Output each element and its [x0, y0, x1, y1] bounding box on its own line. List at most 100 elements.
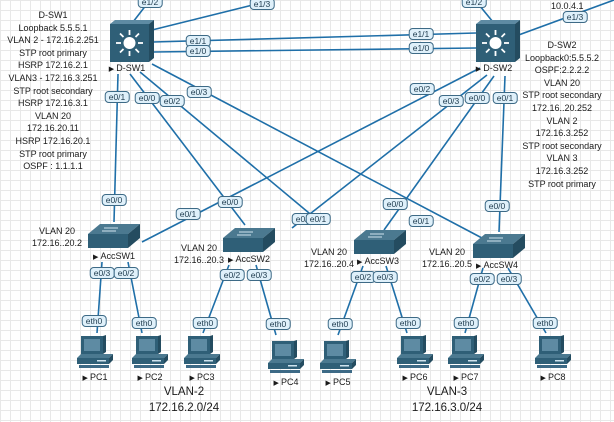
- port-label-acc4-e01[interactable]: e0/1: [408, 215, 434, 227]
- info-line: VLAN 20: [543, 77, 581, 88]
- pc3-label: ▶PC3: [189, 372, 215, 382]
- port-label-dsw1-e00[interactable]: e0/0: [134, 92, 160, 104]
- pc-icon: [184, 335, 220, 368]
- info-line: STP root secondary: [522, 140, 602, 151]
- port-label-pc1-eth0[interactable]: eth0: [81, 315, 107, 327]
- accsw4-label: ▶AccSW4: [476, 260, 518, 270]
- switch-icon: [88, 224, 140, 248]
- port-label-dsw2-top[interactable]: e1/2: [461, 0, 487, 8]
- info-line: 172.16.20.11: [27, 123, 79, 134]
- port-label-pc7-eth0[interactable]: eth0: [453, 317, 479, 329]
- pc1-label: ▶PC1: [82, 372, 108, 382]
- port-label-dsw1-e13[interactable]: e1/3: [249, 0, 275, 10]
- port-label-acc1-e03[interactable]: e0/3: [89, 267, 115, 279]
- pc3-node[interactable]: [182, 335, 222, 371]
- pc4-label: ▶PC4: [273, 377, 299, 387]
- info-line: D-SW1: [38, 10, 68, 20]
- port-label-dsw2-e01[interactable]: e0/1: [492, 92, 518, 104]
- port-label-dsw1-e03[interactable]: e0/3: [186, 86, 212, 98]
- port-label-dsw1-top[interactable]: e1/2: [137, 0, 163, 8]
- pc8-label: ▶PC8: [540, 372, 566, 382]
- port-label-dsw2-e11[interactable]: e1/1: [408, 28, 434, 40]
- port-label-pc4-eth0[interactable]: eth0: [265, 318, 291, 330]
- port-label-acc3-e02[interactable]: e0/2: [350, 271, 376, 283]
- port-label-acc2-e03[interactable]: e0/3: [246, 269, 272, 281]
- pc5-label: ▶PC5: [325, 377, 351, 387]
- info-line: VLAN 20: [34, 110, 72, 121]
- multilayer-switch-icon: [110, 20, 154, 62]
- pc-icon: [397, 335, 433, 368]
- port-label-dsw1-e01[interactable]: e0/1: [104, 91, 130, 103]
- port-label-pc2-eth0[interactable]: eth0: [131, 317, 157, 329]
- pc2-node[interactable]: [130, 335, 170, 371]
- port-label-pc3-eth0[interactable]: eth0: [192, 317, 218, 329]
- info-line: OSPF:2.2.2.2: [534, 65, 590, 76]
- port-label-dsw2-e13[interactable]: e1/3: [562, 11, 588, 23]
- pc7-label: ▶PC7: [453, 372, 479, 382]
- port-label-dsw1-e10[interactable]: e1/0: [185, 45, 211, 57]
- top-ip-label: 10.0.4.1: [551, 1, 584, 11]
- accsw3-label: ▶AccSW3: [357, 256, 399, 266]
- info-line: VLAN 2: [546, 115, 578, 126]
- accsw2-label: ▶AccSW2: [228, 254, 270, 264]
- accsw2-node[interactable]: [223, 226, 275, 254]
- dsw2-node[interactable]: [476, 20, 520, 64]
- pc5-node[interactable]: [318, 340, 358, 376]
- pc6-node[interactable]: [395, 335, 435, 371]
- port-label-acc3-e03[interactable]: e0/3: [372, 271, 398, 283]
- port-label-pc5-eth0[interactable]: eth0: [327, 318, 353, 330]
- port-label-dsw2-e03[interactable]: e0/3: [438, 95, 464, 107]
- info-line: STP root primary: [19, 148, 87, 159]
- dsw1-node[interactable]: [110, 20, 154, 64]
- info-line: STP root primary: [528, 178, 596, 189]
- link-dsw2-e13: [504, 0, 614, 41]
- switch-icon: [473, 234, 525, 258]
- pc7-node[interactable]: [446, 335, 486, 371]
- port-label-acc4-e03[interactable]: e0/3: [496, 273, 522, 285]
- info-line: HSRP 172.16.2.1: [18, 60, 88, 71]
- port-label-dsw2-e00[interactable]: e0/0: [464, 92, 490, 104]
- info-line: Loopback0:5.5.5.2: [524, 52, 600, 63]
- accsw1-node[interactable]: [88, 222, 140, 250]
- dsw2-label: ▶D-SW2: [475, 63, 513, 73]
- port-label-acc2-e01[interactable]: e0/1: [175, 208, 201, 220]
- port-label-acc2-e00[interactable]: e0/0: [217, 196, 243, 208]
- dsw1-label: ▶D-SW1: [108, 63, 146, 73]
- info-line: 172.16.3.252: [535, 128, 589, 139]
- link-dsw1-e13: [151, 1, 266, 31]
- pc-icon: [77, 335, 113, 368]
- port-label-dsw2-e02[interactable]: e0/2: [409, 83, 435, 95]
- info-line: Loopback 5.5.5.1: [18, 22, 88, 33]
- port-label-pc6-eth0[interactable]: eth0: [395, 317, 421, 329]
- accsw3-node[interactable]: [354, 228, 406, 256]
- info-line: HSRP 172.16.3.1: [18, 98, 88, 109]
- port-label-acc2-e02[interactable]: e0/2: [219, 269, 245, 281]
- info-line: VLAN 3: [546, 153, 578, 164]
- accsw4-node[interactable]: [473, 232, 525, 260]
- switch-icon: [354, 230, 406, 254]
- multilayer-switch-icon: [476, 20, 520, 62]
- switch-icon: [223, 228, 275, 252]
- info-line: D-SW2: [547, 40, 577, 50]
- port-label-acc4-e00[interactable]: e0/0: [484, 200, 510, 212]
- pc1-node[interactable]: [75, 335, 115, 371]
- port-label-acc3b-e01[interactable]: e0/1: [305, 213, 331, 225]
- port-label-pc8-eth0[interactable]: eth0: [532, 317, 558, 329]
- port-label-acc1-e02[interactable]: e0/2: [113, 267, 139, 279]
- port-label-acc4-e02[interactable]: e0/2: [469, 273, 495, 285]
- port-label-dsw1-e02[interactable]: e0/2: [159, 95, 185, 107]
- port-label-acc1-e00[interactable]: e0/0: [101, 194, 127, 206]
- info-line: STP root secondary: [522, 90, 602, 101]
- pc6-label: ▶PC6: [402, 372, 428, 382]
- port-label-acc3-e00[interactable]: e0/0: [382, 198, 408, 210]
- port-label-dsw2-e10[interactable]: e1/0: [408, 42, 434, 54]
- pc4-node[interactable]: [266, 340, 306, 376]
- pc8-node[interactable]: [533, 335, 573, 371]
- pc-icon: [320, 340, 356, 373]
